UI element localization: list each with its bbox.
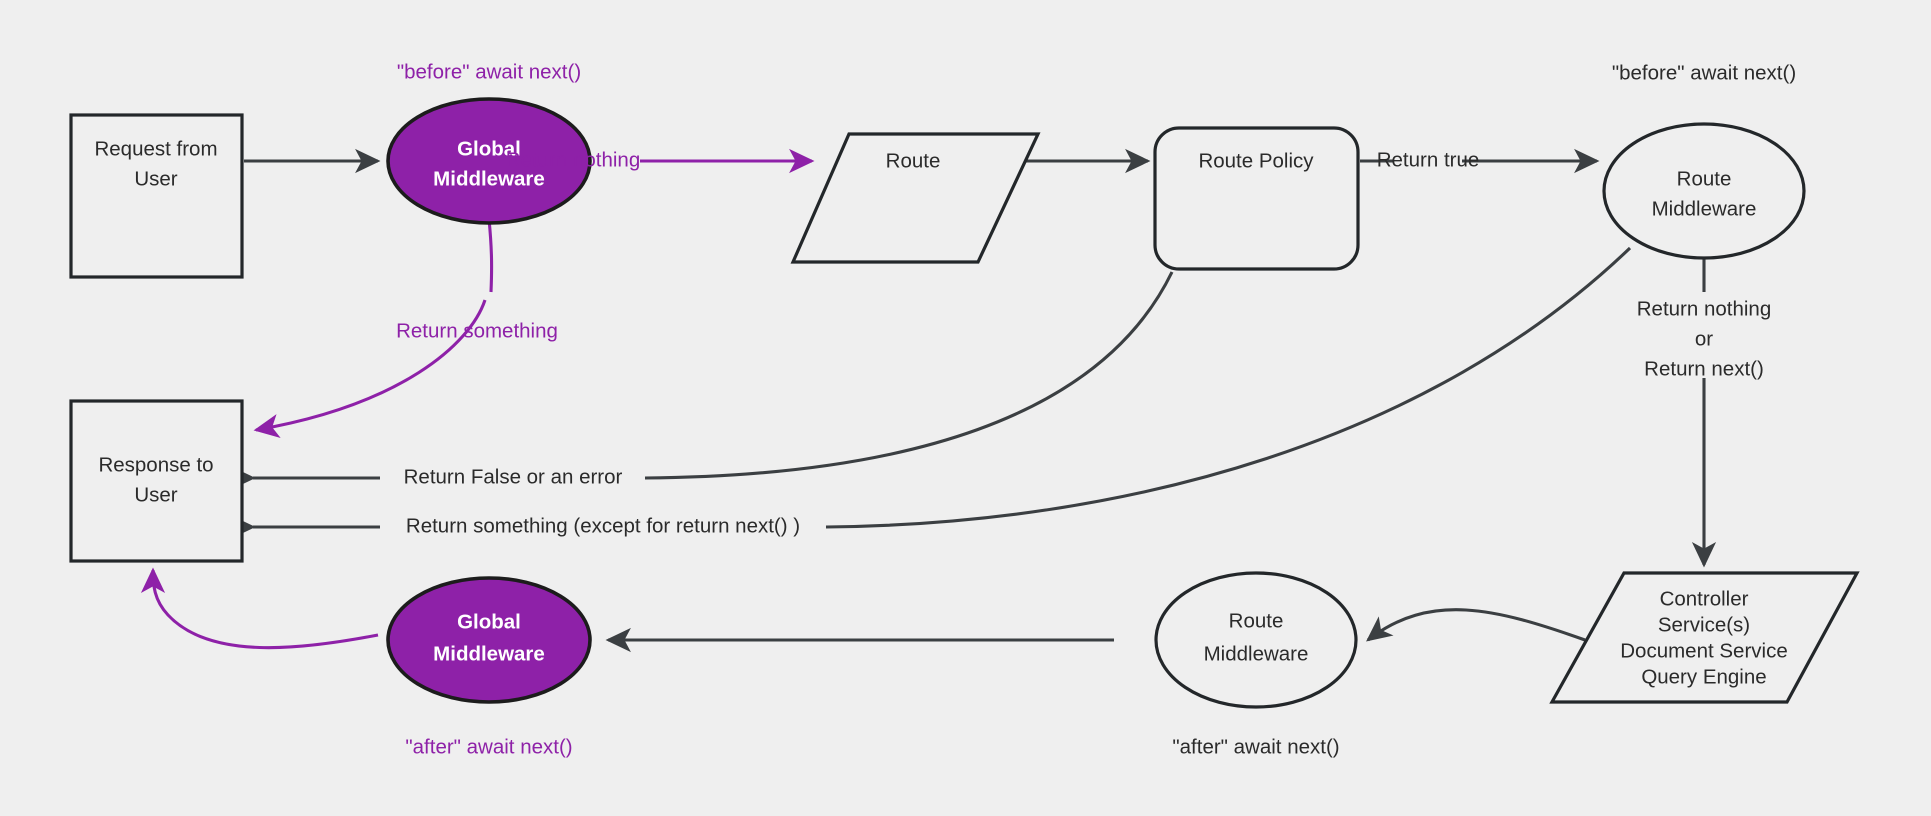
edge-label-return-true: Return true: [1377, 148, 1480, 171]
node-global-middleware-top[interactable]: Global Middleware: [386, 97, 592, 225]
controller-label-line4: Query Engine: [1641, 665, 1766, 688]
global-middleware-bottom-label-line1: Global: [457, 610, 521, 633]
edge-global-mw-bottom-to-response: [140, 567, 379, 650]
node-route[interactable]: Route: [790, 132, 1041, 264]
edge-label-return-nothing-or-line1: Return nothing: [1637, 297, 1771, 320]
route-middleware-bottom-label-line1: Route: [1229, 609, 1284, 632]
route-middleware-top-label-line2: Middleware: [1652, 197, 1757, 220]
controller-label-line3: Document Service: [1620, 639, 1787, 662]
edge-label-return-false-or-error: Return False or an error: [404, 465, 623, 488]
route-policy-label: Route Policy: [1198, 149, 1314, 172]
annotation-after-await-next-global: "after" await next(): [405, 735, 572, 758]
edge-label-return-something-except: Return something (except for return next…: [406, 514, 800, 537]
annotation-before-await-next-global: "before" await next(): [397, 60, 581, 83]
request-box-shape: [69, 113, 244, 279]
edge-label-return-nothing: Return nothing: [506, 148, 640, 171]
edge-controller-to-route-mw-bottom: [1366, 608, 1586, 642]
edge-label-return-nothing-or-line2: or: [1695, 327, 1713, 350]
controller-label-line1: Controller: [1660, 587, 1749, 610]
global-middleware-top-shape: [386, 97, 592, 225]
edge-label-return-something: Return something: [396, 319, 558, 342]
edge-return-something-to-response: [253, 299, 487, 438]
route-label: Route: [886, 149, 941, 172]
edge-return-something-stub-top: [487, 218, 494, 293]
response-label-line1: Response to: [98, 453, 213, 476]
edge-route-mw-to-response-something: [825, 246, 1632, 529]
node-request-from-user[interactable]: Request from User: [69, 113, 244, 279]
edge-route-policy-to-response-false: [644, 271, 1174, 480]
response-box-shape: [69, 399, 244, 563]
node-response-to-user[interactable]: Response to User: [69, 399, 244, 563]
node-route-middleware-top[interactable]: Route Middleware: [1602, 122, 1806, 260]
route-middleware-top-shape: [1602, 122, 1806, 260]
node-route-policy[interactable]: Route Policy: [1153, 126, 1360, 271]
annotation-before-await-next-route: "before" await next(): [1612, 61, 1796, 84]
node-controller-services[interactable]: Controller Service(s) Document Service Q…: [1549, 571, 1860, 704]
route-middleware-bottom-label-line2: Middleware: [1204, 642, 1309, 665]
edge-label-return-nothing-or-line3: Return next(): [1644, 357, 1764, 380]
controller-label-line2: Service(s): [1658, 613, 1750, 636]
route-middleware-bottom-shape: [1154, 571, 1358, 709]
node-global-middleware-bottom[interactable]: Global Middleware: [386, 576, 592, 704]
annotation-after-await-next-route: "after" await next(): [1172, 735, 1339, 758]
global-middleware-top-label-line2: Middleware: [433, 167, 545, 190]
global-middleware-bottom-shape: [386, 576, 592, 704]
request-label-line1: Request from: [94, 137, 217, 160]
route-policy-shape: [1153, 126, 1360, 271]
node-route-middleware-bottom[interactable]: Route Middleware: [1154, 571, 1358, 709]
request-label-line2: User: [134, 167, 177, 190]
response-label-line2: User: [134, 483, 177, 506]
route-middleware-top-label-line1: Route: [1677, 167, 1732, 190]
controller-shape: [1549, 571, 1860, 704]
route-shape: [790, 132, 1041, 264]
global-middleware-bottom-label-line2: Middleware: [433, 642, 545, 665]
global-middleware-top-label-line1: Global: [457, 137, 521, 160]
